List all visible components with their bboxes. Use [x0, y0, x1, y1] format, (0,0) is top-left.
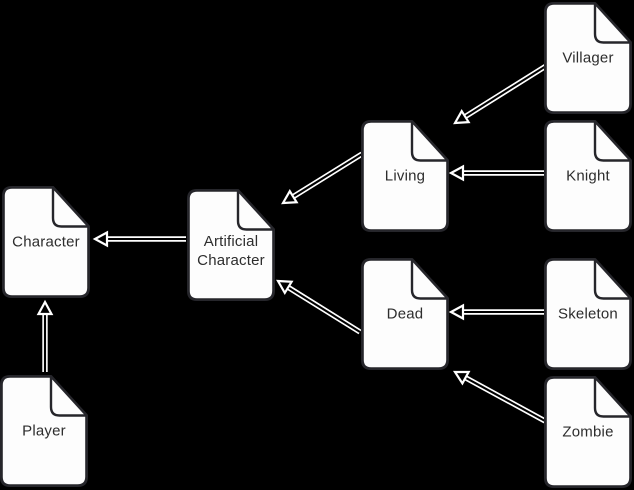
- node-living[interactable]: Living: [361, 120, 449, 232]
- edge-artificial-character-to-character: [92, 230, 186, 248]
- edge-dead-to-artificial-character: [276, 279, 362, 335]
- node-player[interactable]: Player: [0, 375, 88, 487]
- node-skeleton[interactable]: Skeleton: [544, 258, 632, 370]
- document-icon: [544, 2, 632, 114]
- node-knight[interactable]: Knight: [544, 120, 632, 232]
- node-character[interactable]: Character: [2, 186, 90, 298]
- node-dead[interactable]: Dead: [361, 258, 449, 370]
- edge-player-to-character: [36, 299, 54, 372]
- document-icon: [544, 120, 632, 232]
- node-artificial-character[interactable]: Artificial Character: [187, 189, 275, 301]
- edge-villager-to-living: [453, 63, 548, 125]
- document-icon: [361, 120, 449, 232]
- node-zombie[interactable]: Zombie: [544, 376, 632, 488]
- document-icon: [544, 258, 632, 370]
- document-icon: [361, 258, 449, 370]
- edge-skeleton-to-dead: [448, 303, 545, 321]
- document-icon: [2, 186, 90, 298]
- edge-living-to-artificial-character: [281, 151, 364, 205]
- node-villager[interactable]: Villager: [544, 2, 632, 114]
- document-icon: [187, 189, 275, 301]
- edge-zombie-to-dead: [452, 370, 547, 424]
- edge-knight-to-living: [448, 164, 545, 182]
- document-icon: [544, 376, 632, 488]
- document-icon: [0, 375, 88, 487]
